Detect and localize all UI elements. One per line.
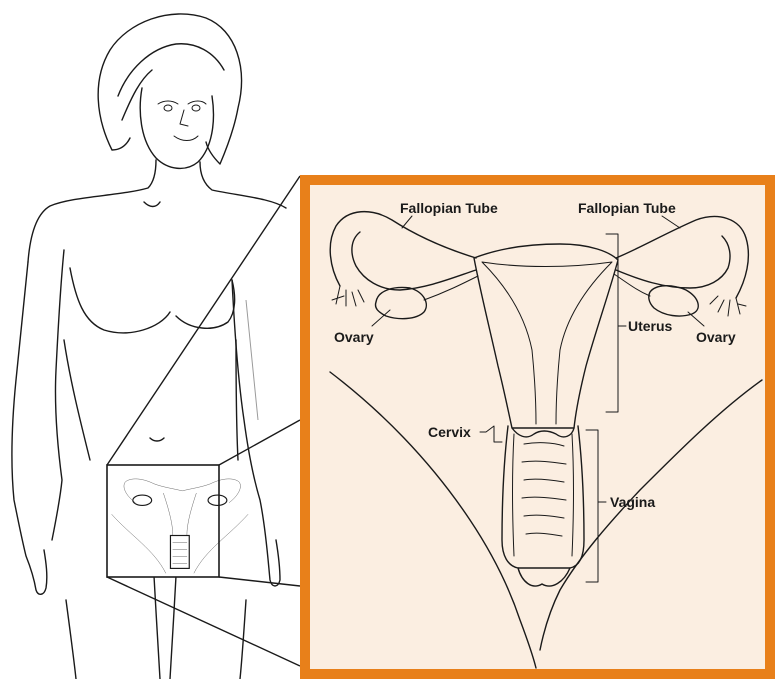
neck-shoulders (28, 160, 286, 262)
label-cervix: Cervix (428, 424, 471, 440)
label-ovary-left: Ovary (334, 329, 374, 345)
zoom-connector-lines (107, 176, 300, 666)
chest (70, 202, 235, 333)
label-uterus: Uterus (628, 318, 673, 334)
nose-mouth (174, 110, 198, 141)
large-inset-frame (305, 180, 770, 674)
label-ovary-right: Ovary (696, 329, 736, 345)
label-fallopian-tube-left: Fallopian Tube (400, 200, 498, 216)
small-inset (107, 465, 248, 577)
right-arm (232, 280, 280, 586)
right-arm-shadow (246, 300, 258, 420)
face (140, 88, 213, 168)
left-arm (12, 250, 64, 594)
eyes (158, 101, 206, 111)
label-fallopian-tube-right: Fallopian Tube (578, 200, 676, 216)
hair (98, 14, 241, 164)
label-vagina: Vagina (610, 494, 655, 510)
legs (66, 576, 246, 679)
large-inset: Fallopian Tube Fallopian Tube Ovary Ovar… (305, 180, 770, 674)
